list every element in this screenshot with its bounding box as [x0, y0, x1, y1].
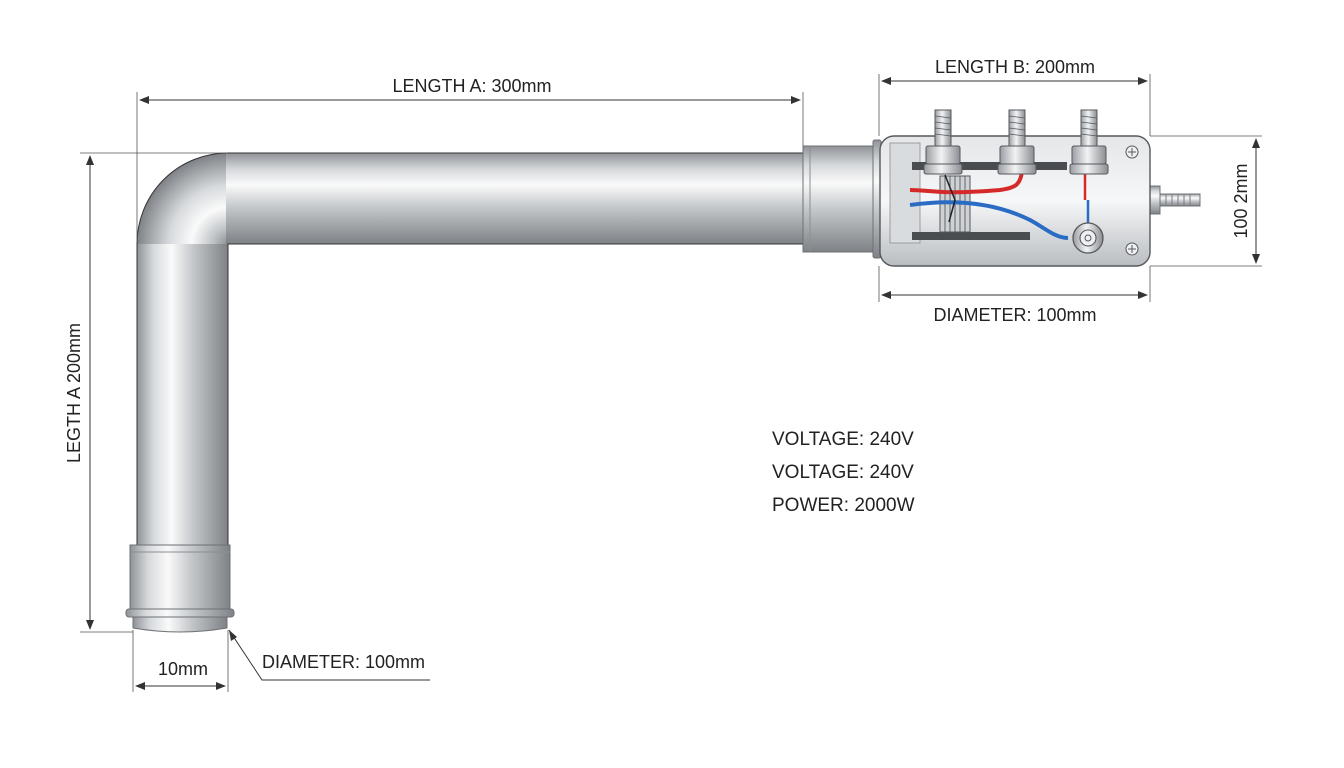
- vertical-length-label: LEGTH A 200mm: [64, 323, 84, 463]
- spec-line-2: VOLTAGE: 240V: [772, 462, 914, 483]
- collar-width-label: 10mm: [158, 659, 208, 679]
- side-bolt: [1145, 185, 1201, 215]
- neutral-wire: [909, 200, 1069, 240]
- element-lead: [944, 174, 956, 223]
- pipe-vertical-leg: [137, 240, 228, 550]
- dimension-length-b: LENGTH B: 200mm: [878, 57, 1151, 136]
- terminal-plate-top: [912, 162, 1067, 170]
- dimension-pipe-diameter: DIAMETER: 100mm: [228, 629, 430, 681]
- length-b-label: LENGTH B: 200mm: [935, 57, 1095, 77]
- length-a-label: LENGTH A: 300mm: [392, 76, 551, 96]
- live-wire: [909, 171, 1024, 195]
- terminal-stud-2: [997, 109, 1037, 175]
- pipe-diameter-label: DIAMETER: 100mm: [262, 652, 425, 672]
- pipe-elbow: [137, 153, 228, 244]
- screw-bottom-right: [1125, 242, 1139, 256]
- terminal-box: [879, 109, 1201, 267]
- spec-list: VOLTAGE: 240V VOLTAGE: 240V POWER: 2000W: [772, 429, 915, 516]
- dimension-length-a: LENGTH A: 300mm: [136, 76, 804, 240]
- ground-stud: [1072, 222, 1104, 254]
- dimension-box-height: 100 2mm: [1150, 135, 1262, 267]
- dimension-vertical-length: LEGTH A 200mm: [64, 152, 228, 633]
- terminal-stud-1: [923, 109, 963, 175]
- terminal-stud-3: [1069, 109, 1109, 175]
- pipe: [125, 139, 882, 633]
- pipe-end-collar: [125, 544, 235, 633]
- spec-line-1: VOLTAGE: 240V: [772, 429, 914, 450]
- terminal-plate-bottom: [912, 232, 1030, 240]
- box-diameter-label: DIAMETER: 100mm: [933, 305, 1096, 325]
- pipe-coupling: [802, 139, 882, 259]
- screw-top-right: [1125, 145, 1139, 159]
- dimension-box-diameter: DIAMETER: 100mm: [878, 266, 1151, 325]
- pipe-horizontal-leg: [226, 153, 806, 244]
- box-height-label: 100 2mm: [1231, 163, 1251, 238]
- dimension-collar-width: 10mm: [132, 630, 229, 692]
- spec-line-3: POWER: 2000W: [772, 495, 915, 516]
